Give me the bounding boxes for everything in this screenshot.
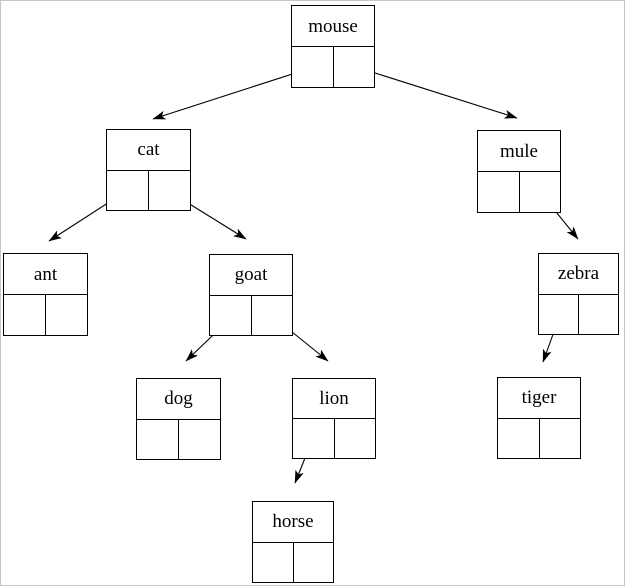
pointer-cells [137, 419, 220, 460]
pointer-cells [539, 294, 618, 335]
tree-node-tiger: tiger [497, 377, 581, 459]
node-label: mule [478, 131, 560, 172]
right-pointer-cell [149, 171, 190, 211]
left-pointer-cell [498, 418, 540, 458]
right-pointer-cell [579, 295, 618, 335]
edge-mouse-mule [352, 65, 518, 119]
right-pointer-cell [179, 420, 220, 460]
edge-mouse-cat [152, 66, 315, 120]
tree-node-mouse: mouse [291, 5, 375, 88]
right-pointer-cell [335, 419, 376, 458]
left-pointer-cell [293, 419, 335, 458]
node-label: tiger [498, 378, 580, 419]
right-pointer-cell [520, 172, 561, 212]
node-label: cat [107, 130, 190, 171]
tree-node-mule: mule [477, 130, 561, 213]
node-label: zebra [539, 254, 618, 295]
right-pointer-cell [46, 295, 87, 335]
left-pointer-cell [137, 419, 179, 459]
tree-node-ant: ant [3, 253, 88, 336]
node-label: dog [137, 379, 220, 420]
left-pointer-cell [539, 294, 579, 334]
right-pointer-cell [334, 47, 375, 87]
right-pointer-cell [540, 419, 581, 459]
node-label: lion [293, 379, 375, 419]
tree-node-horse: horse [252, 501, 334, 583]
pointer-cells [4, 295, 87, 335]
tree-node-cat: cat [106, 129, 191, 211]
tree-node-zebra: zebra [538, 253, 619, 335]
pointer-cells [253, 542, 334, 583]
pointer-cells [107, 170, 190, 211]
tree-node-dog: dog [136, 378, 221, 460]
pointer-cells [293, 419, 375, 458]
left-pointer-cell [478, 172, 520, 212]
pointer-cells [498, 418, 581, 459]
pointer-cells [478, 172, 560, 212]
right-pointer-cell [252, 296, 293, 336]
pointer-cells [210, 295, 293, 336]
node-label: ant [4, 254, 87, 295]
node-label: goat [210, 255, 292, 296]
node-label: mouse [292, 6, 374, 47]
pointer-cells [292, 47, 374, 87]
left-pointer-cell [4, 295, 46, 335]
node-label: horse [253, 502, 333, 543]
left-pointer-cell [253, 542, 294, 582]
left-pointer-cell [210, 295, 252, 335]
tree-node-lion: lion [292, 378, 376, 459]
left-pointer-cell [107, 170, 149, 210]
left-pointer-cell [292, 47, 334, 87]
right-pointer-cell [294, 543, 334, 583]
tree-node-goat: goat [209, 254, 293, 336]
